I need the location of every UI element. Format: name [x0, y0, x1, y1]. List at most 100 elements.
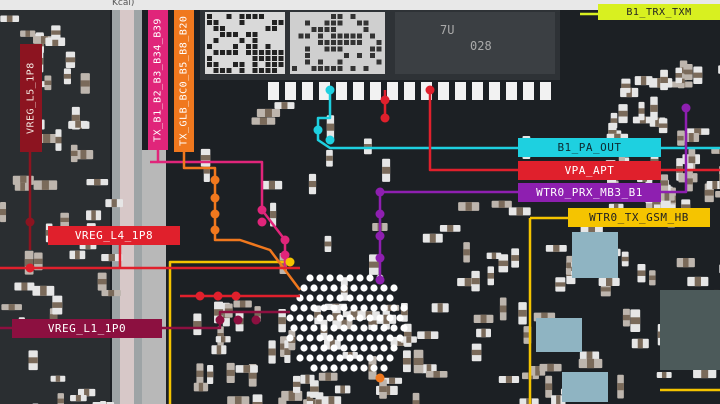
bga-ball	[380, 324, 388, 332]
bga-ball	[346, 274, 354, 282]
bga-ball	[400, 324, 408, 332]
component-body	[216, 345, 222, 355]
matrix-dot	[370, 33, 375, 39]
test-point	[210, 209, 220, 219]
chip-pad	[455, 82, 466, 100]
matrix-dot	[305, 33, 310, 39]
component-body	[429, 233, 436, 243]
matrix-dot	[324, 27, 330, 32]
component-body	[605, 277, 613, 287]
component-body	[24, 259, 34, 267]
matrix-dot	[370, 53, 375, 58]
bga-ball	[360, 284, 368, 292]
shield-block	[660, 290, 720, 370]
matrix-dot	[350, 40, 356, 45]
chip-pad	[523, 82, 534, 100]
bga-ball	[350, 324, 358, 332]
bga-ball	[350, 364, 358, 372]
component-body	[97, 278, 107, 285]
component-body	[234, 396, 242, 404]
component-body	[660, 180, 669, 186]
test-point	[25, 263, 35, 273]
component-body	[292, 381, 301, 387]
test-point	[325, 85, 335, 95]
component-body	[49, 314, 58, 320]
bga-ball	[356, 354, 364, 362]
component-body	[80, 80, 90, 87]
test-point	[380, 113, 390, 123]
bga-ball	[370, 344, 378, 352]
component-body	[40, 36, 48, 44]
label-b1-pa-out: B1_PA_OUT	[518, 138, 661, 157]
chip-pad	[438, 82, 449, 100]
component-body	[193, 321, 202, 328]
bga-ball	[306, 294, 314, 302]
component-body	[547, 363, 554, 372]
trace-wtr0-prx-right	[661, 108, 688, 194]
bga-ball	[286, 314, 294, 322]
component-body	[638, 108, 645, 114]
component-body	[464, 278, 472, 287]
component-body	[637, 338, 643, 349]
component-body	[588, 224, 596, 233]
chip-pad	[370, 82, 381, 100]
component-body	[243, 365, 251, 373]
chip-pad	[302, 82, 313, 100]
test-point	[375, 187, 385, 197]
qr-dot	[265, 44, 271, 49]
component-body	[326, 155, 333, 161]
matrix-dot	[324, 40, 330, 45]
label-vreg-l1-1p0: VREG_L1_1P0	[12, 319, 162, 338]
bga-ball	[326, 274, 334, 282]
qr-dot	[252, 38, 258, 43]
trace-vpa-apt	[428, 90, 518, 172]
component-body	[288, 390, 295, 401]
chip-body	[395, 12, 555, 74]
bga-ball	[386, 314, 394, 322]
bga-ball	[386, 294, 394, 302]
matrix-dot	[324, 46, 330, 52]
component-body	[704, 190, 714, 196]
component-body	[329, 339, 335, 350]
qr-dot	[239, 14, 245, 19]
qr-dot	[239, 38, 245, 43]
matrix-dot	[337, 59, 343, 65]
component-body	[465, 202, 472, 211]
component-body	[248, 371, 257, 379]
component-body	[363, 144, 372, 149]
component-body	[44, 80, 52, 85]
bga-ball	[300, 344, 308, 352]
matrix-dot	[331, 14, 336, 19]
qr-dot	[252, 32, 258, 37]
bga-ball	[340, 364, 348, 372]
bga-ball	[356, 274, 364, 282]
bga-ball	[320, 284, 328, 292]
component-body	[28, 357, 38, 364]
component-body	[326, 123, 335, 131]
qr-dot	[226, 50, 232, 55]
component-body	[382, 166, 391, 174]
bga-ball	[396, 334, 404, 342]
qr-dot	[220, 26, 225, 31]
bga-ball	[386, 334, 394, 342]
matrix-dot	[357, 53, 362, 58]
qr-dot	[252, 62, 258, 67]
matrix-dot	[331, 46, 336, 52]
test-point	[233, 315, 243, 325]
chip-pad	[489, 82, 500, 100]
component-body	[433, 371, 440, 378]
bga-ball	[310, 344, 318, 352]
component-body	[694, 276, 701, 287]
matrix-dot	[318, 66, 323, 71]
bga-ball	[286, 334, 294, 342]
label-tx-b1-b2-b3-b34-b39: TX_B1_B2_B3_B34_B39	[148, 10, 168, 150]
component-body	[368, 320, 378, 325]
test-point	[210, 193, 220, 203]
bga-ball	[370, 304, 378, 312]
bga-ball	[310, 364, 318, 372]
bga-ball	[366, 274, 374, 282]
bga-ball	[376, 334, 384, 342]
bga-ball	[330, 344, 338, 352]
component-body	[402, 357, 411, 365]
component-body	[413, 357, 424, 365]
